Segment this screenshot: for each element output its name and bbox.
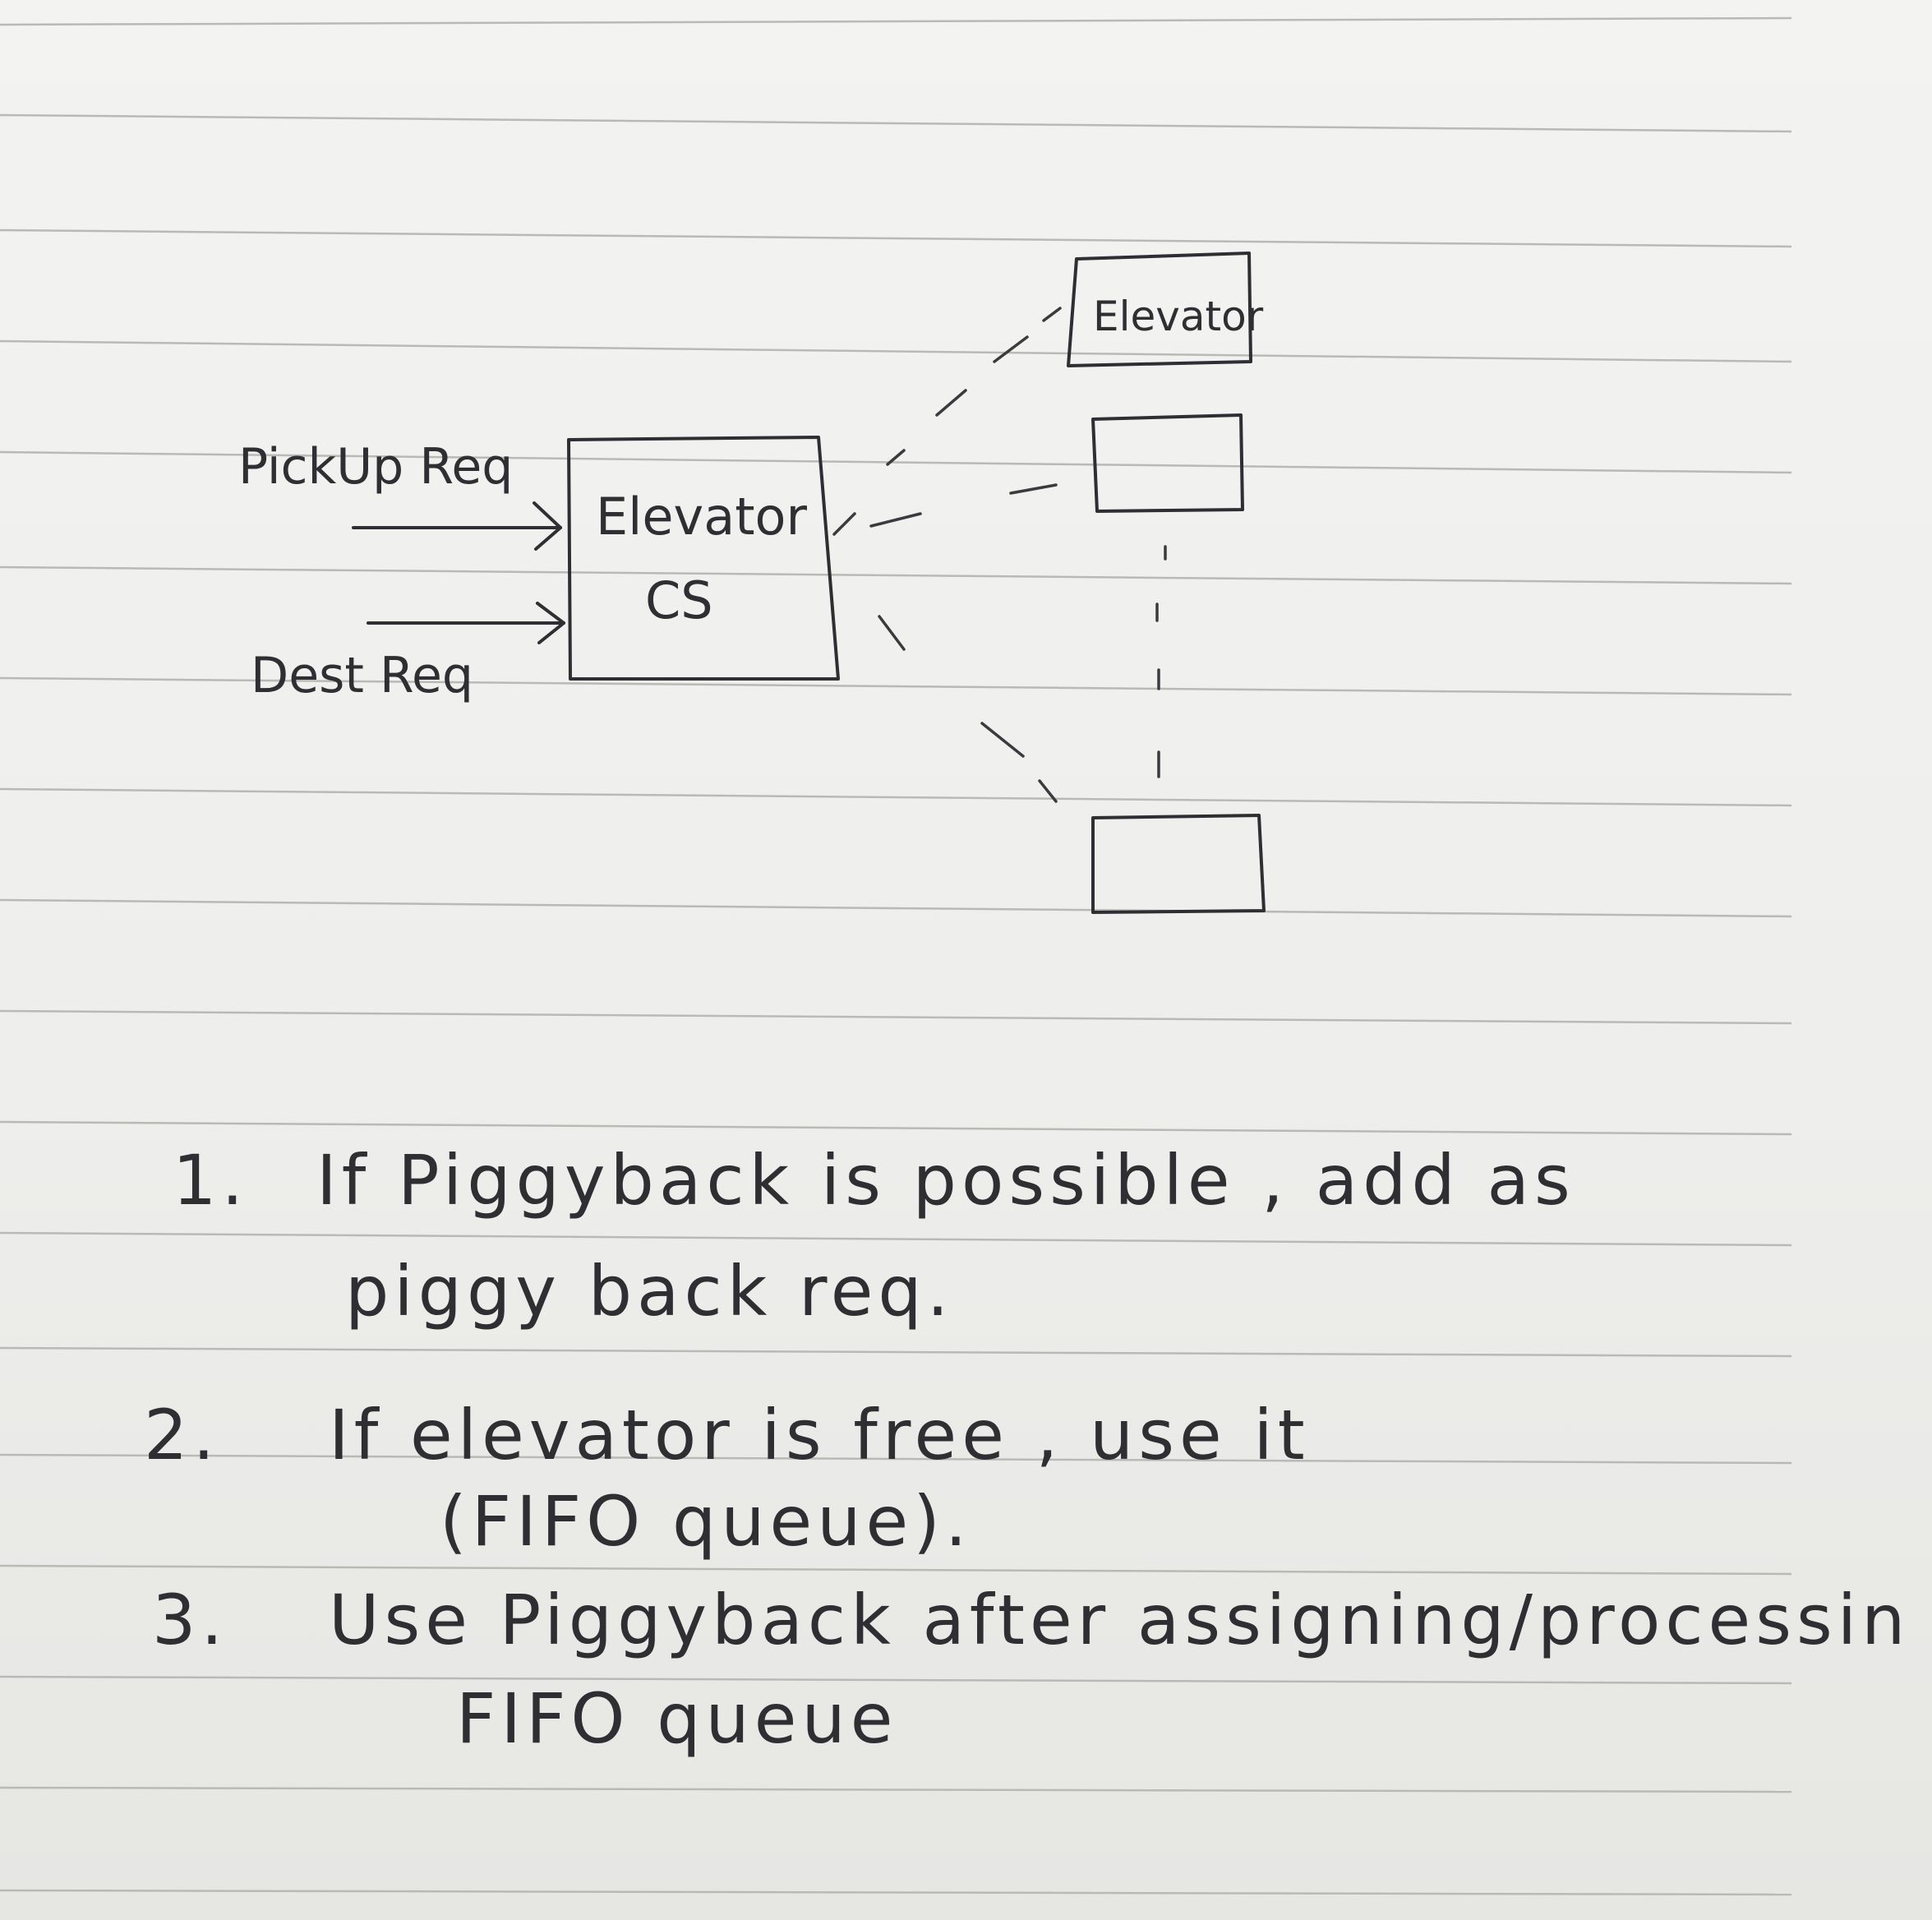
ruled-lines xyxy=(0,16,1792,1896)
note-1: 1. If Piggyback is possible , add as pig… xyxy=(173,1140,1575,1332)
note-1-number: 1. xyxy=(173,1140,248,1221)
note-1-line2: piggy back req. xyxy=(345,1251,953,1332)
note-2-line1: If elevator is free , use it xyxy=(329,1395,1310,1475)
elevator-box-3 xyxy=(1091,814,1266,914)
elevator-box-2 xyxy=(1091,413,1244,513)
note-1-line1: If Piggyback is possible , add as xyxy=(316,1140,1575,1221)
connector-to-elevator-2 xyxy=(832,483,1058,536)
note-3-line1: Use Piggyback after assigning/processin xyxy=(329,1580,1910,1660)
elevator-box-1-label: Elevator xyxy=(1093,293,1264,340)
note-2-line2: (FIFO queue). xyxy=(440,1481,972,1562)
dest-request-label: Dest Req xyxy=(251,647,473,704)
note-2: 2. If elevator is free , use it (FIFO qu… xyxy=(144,1395,1310,1562)
connector-to-elevator-3 xyxy=(878,615,1058,803)
note-3: 3. Use Piggyback after assigning/process… xyxy=(152,1580,1910,1759)
note-3-line2: FIFO queue xyxy=(456,1678,897,1759)
note-3-number: 3. xyxy=(152,1580,228,1660)
elevator-cs-box: Elevator CS xyxy=(567,436,840,681)
connector-to-elevator-1 xyxy=(886,307,1062,466)
elevator-cs-label: Elevator xyxy=(596,487,807,547)
elevator-box-1: Elevator xyxy=(1067,252,1264,367)
elevator-cs-sublabel: CS xyxy=(645,570,713,630)
pickup-request-label: PickUp Req xyxy=(238,438,513,496)
pickup-request-arrow xyxy=(352,501,562,551)
note-2-number: 2. xyxy=(144,1395,219,1475)
dest-request-arrow xyxy=(367,602,565,644)
vertical-ellipsis-connector xyxy=(1155,545,1167,778)
